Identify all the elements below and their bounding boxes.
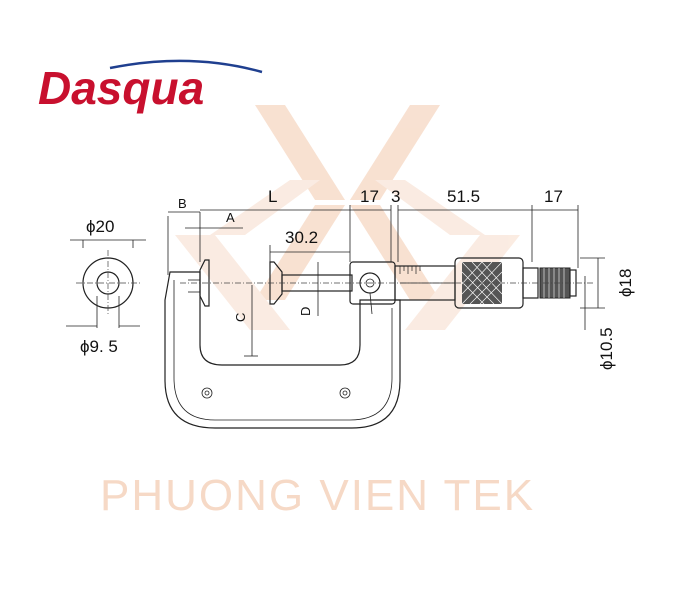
dasqua-logo: Dasqua: [38, 59, 263, 114]
anvil-disc: [188, 259, 210, 307]
ratchet-length-label: 17: [544, 187, 563, 206]
top-dimensions: B L 17 3 51.5 17 A 30.2: [167, 187, 579, 275]
spindle-lock: [349, 261, 396, 315]
thimble-diameter-label: ϕ18: [616, 269, 635, 297]
depth-dimensions: C D: [233, 262, 319, 357]
inner-diameter-label: ϕ9. 5: [80, 337, 118, 356]
right-dimensions: ϕ18 ϕ10.5: [580, 257, 635, 370]
label-b: B: [178, 196, 187, 211]
watermark-text: PHUONG VIEN TEK: [100, 471, 535, 520]
anvil-flange-label: 30.2: [285, 228, 318, 247]
label-a: A: [226, 210, 235, 225]
thimble-length-label: 51.5: [447, 187, 480, 206]
outer-diameter-label: ϕ20: [86, 217, 114, 236]
sleeve-gap-label: 17: [360, 187, 379, 206]
nut-width-label: 3: [391, 187, 400, 206]
label-c: C: [233, 313, 248, 322]
label-d: D: [298, 307, 313, 316]
micrometer-frame: [164, 271, 401, 429]
sleeve-diameter-label: ϕ10.5: [597, 327, 616, 370]
brand-name: Dasqua: [38, 62, 204, 114]
label-l: L: [268, 187, 277, 206]
end-view: ϕ20 ϕ9. 5: [66, 217, 146, 356]
